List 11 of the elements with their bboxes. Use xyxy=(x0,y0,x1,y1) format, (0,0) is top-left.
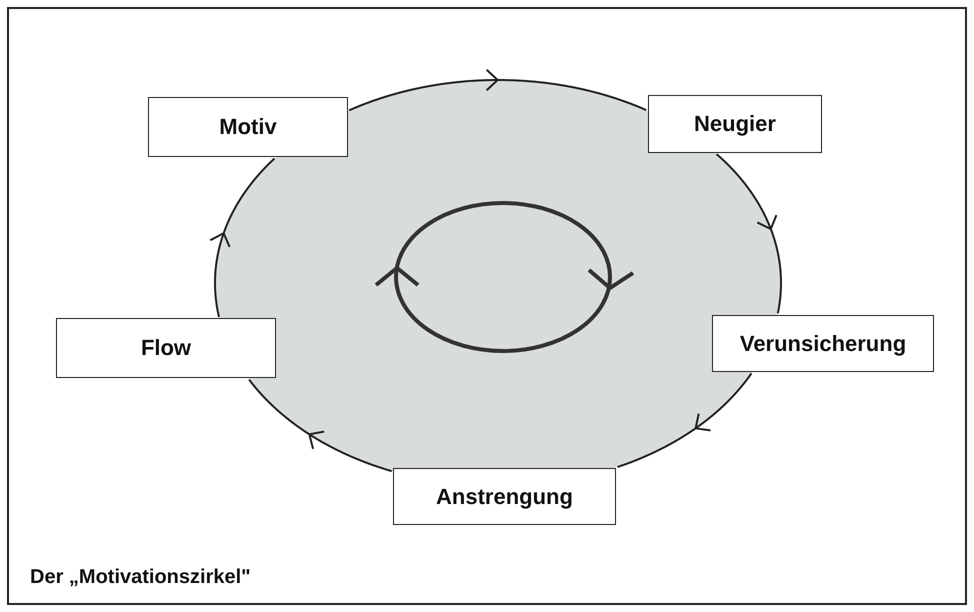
caption: Der „Motivationszirkel" xyxy=(30,566,251,589)
node-label: Verunsicherung xyxy=(740,330,906,356)
label-box xyxy=(393,468,616,525)
label-box xyxy=(712,315,934,372)
label-box xyxy=(56,318,276,378)
node-label: Motiv xyxy=(219,114,277,140)
label-box xyxy=(148,97,348,157)
node-label: Flow xyxy=(140,335,192,361)
node-label: Anstrengung xyxy=(436,484,573,510)
label-box xyxy=(648,95,822,153)
node-label: Neugier xyxy=(694,111,776,137)
